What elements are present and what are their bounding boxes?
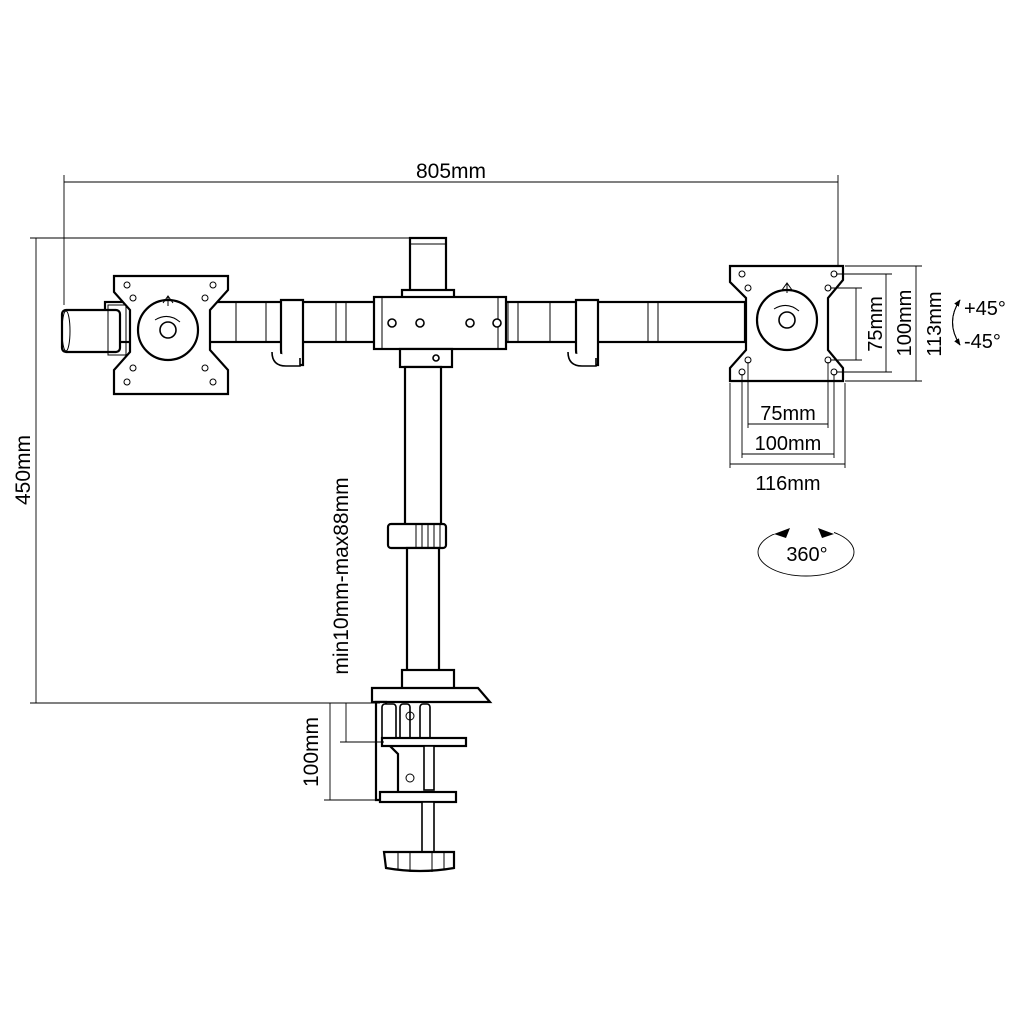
clamp-range-dimension: min10mm-max88mm <box>330 477 384 743</box>
width-dimension: 805mm <box>63 160 839 305</box>
tilt-up-label: +45° <box>964 298 1006 320</box>
width-label: 805mm <box>416 160 486 183</box>
cable-clip-right <box>567 298 600 367</box>
center-hub <box>372 236 508 369</box>
plate-width-label: 116mm <box>755 473 820 495</box>
clamp-height-dimension: 100mm <box>300 702 380 801</box>
desk-clamp <box>370 686 493 873</box>
tilt-indicator: +45° -45° <box>952 298 1006 353</box>
clamp-range-label: min10mm-max88mm <box>330 477 353 674</box>
vesa-v-75-label: 75mm <box>865 296 887 352</box>
height-dimension: 450mm <box>12 237 410 704</box>
vesa-vertical-dimensions: 75mm 100mm 113mm <box>830 265 946 382</box>
height-label: 450mm <box>12 435 35 505</box>
clamp-height-label: 100mm <box>300 717 323 787</box>
plate-height-label: 113mm <box>924 291 946 356</box>
tilt-down-label: -45° <box>964 331 1001 353</box>
rotation-label: 360° <box>786 544 827 566</box>
vertical-pole <box>386 365 456 694</box>
vesa-h-75-label: 75mm <box>760 403 816 425</box>
vesa-plate-right <box>728 264 845 383</box>
vesa-v-100-label: 100mm <box>894 290 916 357</box>
cable-clip-left <box>271 298 305 367</box>
rotation-indicator: 360° <box>757 520 855 577</box>
vesa-plate-left <box>107 274 230 396</box>
vesa-h-100-label: 100mm <box>755 433 822 455</box>
vesa-horizontal-dimensions: 75mm 100mm 116mm <box>729 362 846 495</box>
